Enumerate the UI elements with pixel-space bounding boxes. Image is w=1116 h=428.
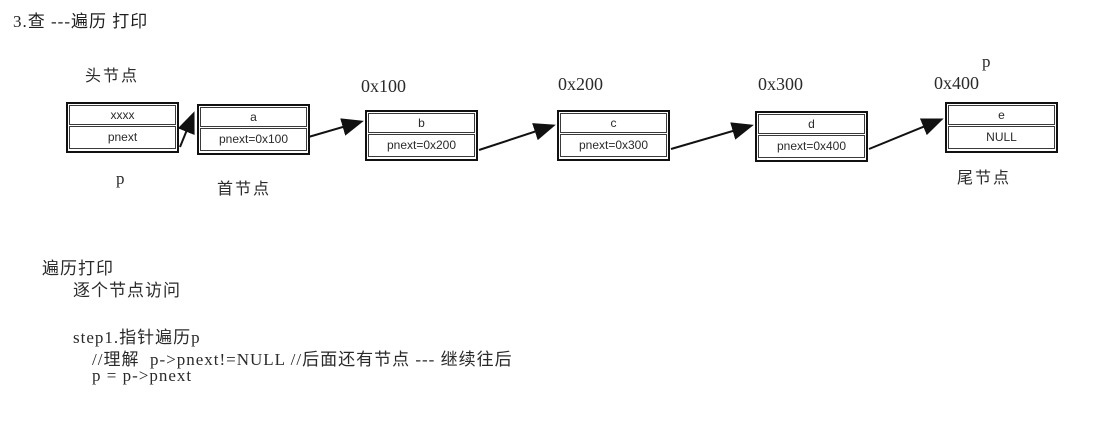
note-step1: step1.指针遍历p (73, 328, 201, 347)
arrow-head-to-a (177, 111, 195, 148)
node-b-data-cell: b (368, 113, 475, 133)
node-c-data-cell: c (560, 113, 667, 133)
first-node-label: 首节点 (217, 181, 272, 198)
arrow-c-to-d (670, 122, 754, 150)
head-node-label: 头节点 (85, 68, 140, 85)
node-d-data-cell: d (758, 114, 865, 134)
node-b: b pnext=0x200 (365, 110, 478, 161)
node-b-pointer-cell: pnext=0x200 (368, 134, 475, 157)
arrow-d-to-e (868, 118, 944, 150)
page-title: 3.查 ---遍历 打印 (13, 12, 149, 31)
node-d-pointer-cell: pnext=0x400 (758, 135, 865, 158)
note-comment: //理解 p->pnext!=NULL //后面还有节点 --- 继续往后 (92, 350, 513, 369)
node-a: a pnext=0x100 (197, 104, 310, 155)
node-c: c pnext=0x300 (557, 110, 670, 161)
node-a-pointer-cell: pnext=0x100 (200, 128, 307, 151)
node-e-data-cell: e (948, 105, 1055, 125)
linked-list-diagram: 头节点 p 首节点 0x100 0x200 0x300 p 0x400 尾节点 … (66, 52, 1058, 198)
node-b-address: 0x100 (361, 76, 406, 96)
tail-node-label: 尾节点 (957, 170, 1012, 187)
arrow-layer (177, 111, 944, 151)
node-c-address: 0x200 (558, 74, 603, 94)
arrow-b-to-c (478, 123, 556, 151)
note-traverse-print: 遍历打印 (42, 259, 114, 278)
node-a-data-cell: a (200, 107, 307, 127)
node-e-address: 0x400 (934, 73, 979, 93)
notes-block: 遍历打印 逐个节点访问 step1.指针遍历p //理解 p->pnext!=N… (0, 0, 1116, 385)
node-d: d pnext=0x400 (755, 111, 868, 162)
node-d-address: 0x300 (758, 74, 803, 94)
node-head-pointer-cell: pnext (69, 126, 176, 149)
note-p-assignment: p = p->pnext (92, 366, 193, 385)
p-pointer-label-tail: p (982, 52, 991, 71)
note-visit-each-node: 逐个节点访问 (73, 281, 181, 300)
node-e-pointer-cell: NULL (948, 126, 1055, 149)
node-c-pointer-cell: pnext=0x300 (560, 134, 667, 157)
node-e: e NULL (945, 102, 1058, 153)
arrow-a-to-b (304, 118, 364, 139)
node-head-data-cell: xxxx (69, 105, 176, 125)
node-head: xxxx pnext (66, 102, 179, 153)
p-pointer-label-head: p (116, 169, 125, 188)
